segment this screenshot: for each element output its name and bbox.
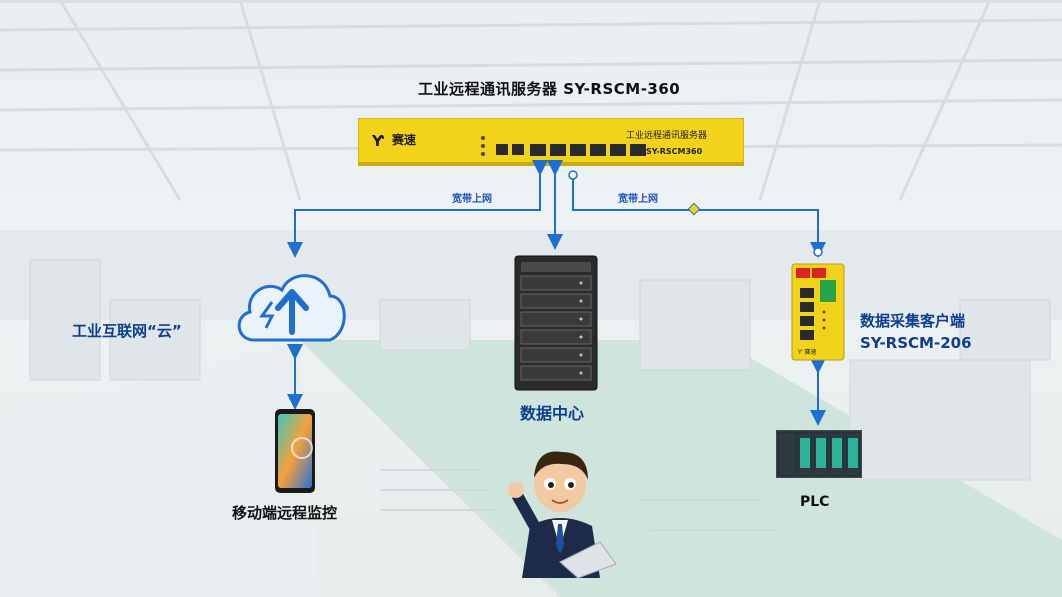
server-title: 工业远程通讯服务器 SY-RSCM-360 [418,80,681,98]
brand-name: 赛速 [391,132,416,147]
client-label-line1: 数据采集客户端 [860,312,966,330]
smartphone-icon [275,409,315,493]
client-label: 数据采集客户端 SY-RSCM-206 [860,310,972,354]
plc-label: PLC [800,494,830,510]
server-rack-icon [514,255,598,391]
svg-text:Ƴ 赛速: Ƴ 赛速 [797,348,816,356]
businessman-illustration [508,451,617,578]
server-client-link [572,178,826,258]
broadband-label-left: 宽带上网 [452,194,492,205]
plc-module-icon [776,430,862,478]
svg-text:Ƴ: Ƴ [371,132,384,150]
top-edge [0,0,1062,3]
server-cloud-link [287,160,548,258]
panel-model: SY-RSCM360 [646,147,703,156]
brand-logo-icon: Ƴ 赛速 [371,132,416,150]
mobile-label: 移动端远程监控 [232,504,338,522]
cloud-upload-icon [237,274,346,342]
broadband-label-right: 宽带上网 [618,194,658,205]
datacenter-label: 数据中心 [520,404,585,423]
client-label-line2: SY-RSCM-206 [860,334,972,352]
panel-name: 工业远程通讯服务器 [626,129,707,141]
data-collection-client-device: Ƴ 赛速 [791,263,845,361]
cloud-label: 工业互联网“云” [72,322,182,340]
